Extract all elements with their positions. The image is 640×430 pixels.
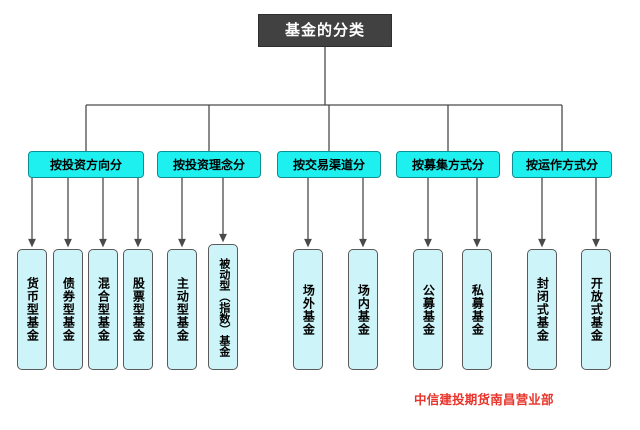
leaf-node-货币型基金[interactable]: 货币型基金	[17, 249, 47, 370]
category-node-3[interactable]: 按交易渠道分	[277, 151, 381, 178]
category-node-1[interactable]: 按投资方向分	[28, 151, 144, 178]
leaf-node-被动型指数基金[interactable]: 被动型（指数）基金	[208, 244, 238, 370]
leaf-node-债券型基金[interactable]: 债券型基金	[53, 249, 83, 370]
watermark-text: 中信建投期货南昌营业部	[414, 393, 554, 407]
leaf-node-股票型基金[interactable]: 股票型基金	[123, 249, 153, 370]
category-node-3-label: 按交易渠道分	[292, 157, 365, 172]
leaf-node-label: 主动型基金	[175, 277, 190, 342]
leaf-node-场外基金[interactable]: 场外基金	[293, 249, 323, 370]
leaf-node-label: 混合型基金	[96, 277, 111, 342]
leaf-node-混合型基金[interactable]: 混合型基金	[88, 249, 118, 370]
category-node-2[interactable]: 按投资理念分	[157, 151, 261, 178]
category-node-4[interactable]: 按募集方式分	[396, 151, 500, 178]
root-node-label: 基金的分类	[284, 22, 365, 39]
leaf-node-封闭式基金[interactable]: 封闭式基金	[527, 249, 557, 370]
category-node-5-label: 按运作方式分	[525, 157, 598, 172]
leaf-node-公募基金[interactable]: 公募基金	[413, 249, 443, 370]
root-node[interactable]: 基金的分类	[258, 14, 392, 47]
leaf-node-label: 私募基金	[470, 283, 485, 336]
category-node-1-label: 按投资方向分	[49, 157, 122, 172]
leaf-node-场内基金[interactable]: 场内基金	[348, 249, 378, 370]
leaf-node-label: 被动型（指数）基金	[217, 257, 230, 357]
leaf-node-label: 公募基金	[421, 283, 436, 336]
leaf-node-label: 货币型基金	[25, 277, 40, 342]
leaf-node-主动型基金[interactable]: 主动型基金	[167, 249, 197, 370]
leaf-node-label: 场外基金	[301, 283, 316, 336]
leaf-node-开放式基金[interactable]: 开放式基金	[581, 249, 611, 370]
category-node-2-label: 按投资理念分	[172, 157, 245, 172]
leaf-node-label: 开放式基金	[589, 277, 604, 342]
category-node-5[interactable]: 按运作方式分	[512, 151, 612, 178]
leaf-node-label: 封闭式基金	[535, 277, 550, 342]
category-node-4-label: 按募集方式分	[411, 157, 484, 172]
leaf-node-私募基金[interactable]: 私募基金	[462, 249, 492, 370]
leaf-node-label: 场内基金	[356, 283, 371, 336]
leaf-node-label: 股票型基金	[131, 277, 146, 342]
leaf-node-label: 债券型基金	[61, 277, 76, 342]
